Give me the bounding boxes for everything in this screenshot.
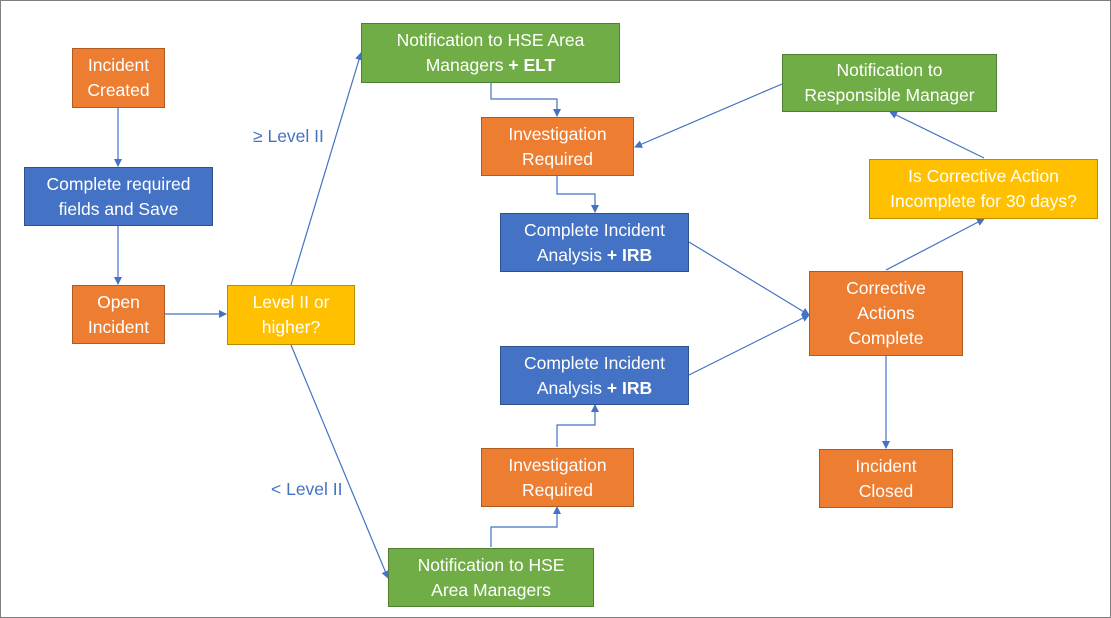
node-line: Investigation xyxy=(508,123,607,144)
node-line: Level II or xyxy=(252,292,330,312)
edge-investigation-to-analysis-lower xyxy=(556,404,599,447)
node-line: Notification to xyxy=(836,60,943,80)
notification-responsible-manager-node: Notification to Responsible Manager xyxy=(782,54,997,112)
node-line-text: Managers xyxy=(425,55,504,75)
node-line: Analysis + IRB xyxy=(524,376,665,401)
notification-hse-node: Notification to HSE Area Managers xyxy=(388,548,594,607)
edge-notify-hse-to-investigation xyxy=(490,506,561,547)
edge-analysis-upper-to-corrective xyxy=(688,241,810,316)
node-line: fields and Save xyxy=(58,198,179,219)
edge-analysis-lower-to-corrective xyxy=(688,314,810,376)
node-line: Incident xyxy=(87,55,150,75)
node-line: Complete Incident xyxy=(523,219,666,240)
node-line: Incident xyxy=(855,455,917,476)
edge-decision-to-notify-hse xyxy=(290,344,390,579)
complete-required-fields-node: Complete required fields and Save xyxy=(24,167,213,226)
node-line: Incomplete for 30 days? xyxy=(890,191,1077,211)
node-line-bold: + IRB xyxy=(606,244,653,265)
node-line-text: Analysis xyxy=(536,244,603,265)
edge-notify-responsible-to-investigation xyxy=(634,83,783,148)
node-line: Closed xyxy=(858,480,914,501)
node-line: Responsible Manager xyxy=(804,85,975,105)
node-line: Notification to HSE Area xyxy=(396,30,585,50)
node-line: Created xyxy=(87,80,150,100)
node-line: Open xyxy=(97,291,140,312)
node-line-bold: + ELT xyxy=(508,55,556,75)
edge-corrective-to-check xyxy=(885,218,985,271)
edge-investigation-to-analysis xyxy=(556,176,599,213)
node-line: Complete required xyxy=(46,173,191,194)
node-line: Investigation xyxy=(508,454,607,475)
node-line: Is Corrective Action xyxy=(908,166,1059,186)
node-line: Complete xyxy=(848,328,924,348)
edge-decision-to-notify-elt xyxy=(290,52,363,286)
node-line: Area Managers xyxy=(431,579,551,600)
node-line: Analysis + IRB xyxy=(524,243,665,268)
node-line-bold: + IRB xyxy=(606,377,653,398)
edge-label-ge-level-2: ≥ Level II xyxy=(253,126,324,146)
node-line: Managers + ELT xyxy=(397,53,585,78)
node-line: Required xyxy=(521,148,593,169)
level-decision-node: Level II or higher? xyxy=(227,285,355,345)
node-line: Corrective xyxy=(846,278,926,298)
node-line: Notification to HSE xyxy=(417,554,565,575)
edge-label-lt-level-2: < Level II xyxy=(271,479,343,499)
node-line: Actions xyxy=(857,303,915,323)
edge-notify-elt-to-investigation xyxy=(490,83,561,117)
edge-check-to-notify-responsible xyxy=(889,111,985,159)
node-line: Complete Incident xyxy=(523,352,666,373)
node-line: Incident xyxy=(87,316,150,337)
node-line: higher? xyxy=(261,317,321,337)
node-line-text: Analysis xyxy=(536,377,603,398)
node-line: Required xyxy=(521,479,593,500)
